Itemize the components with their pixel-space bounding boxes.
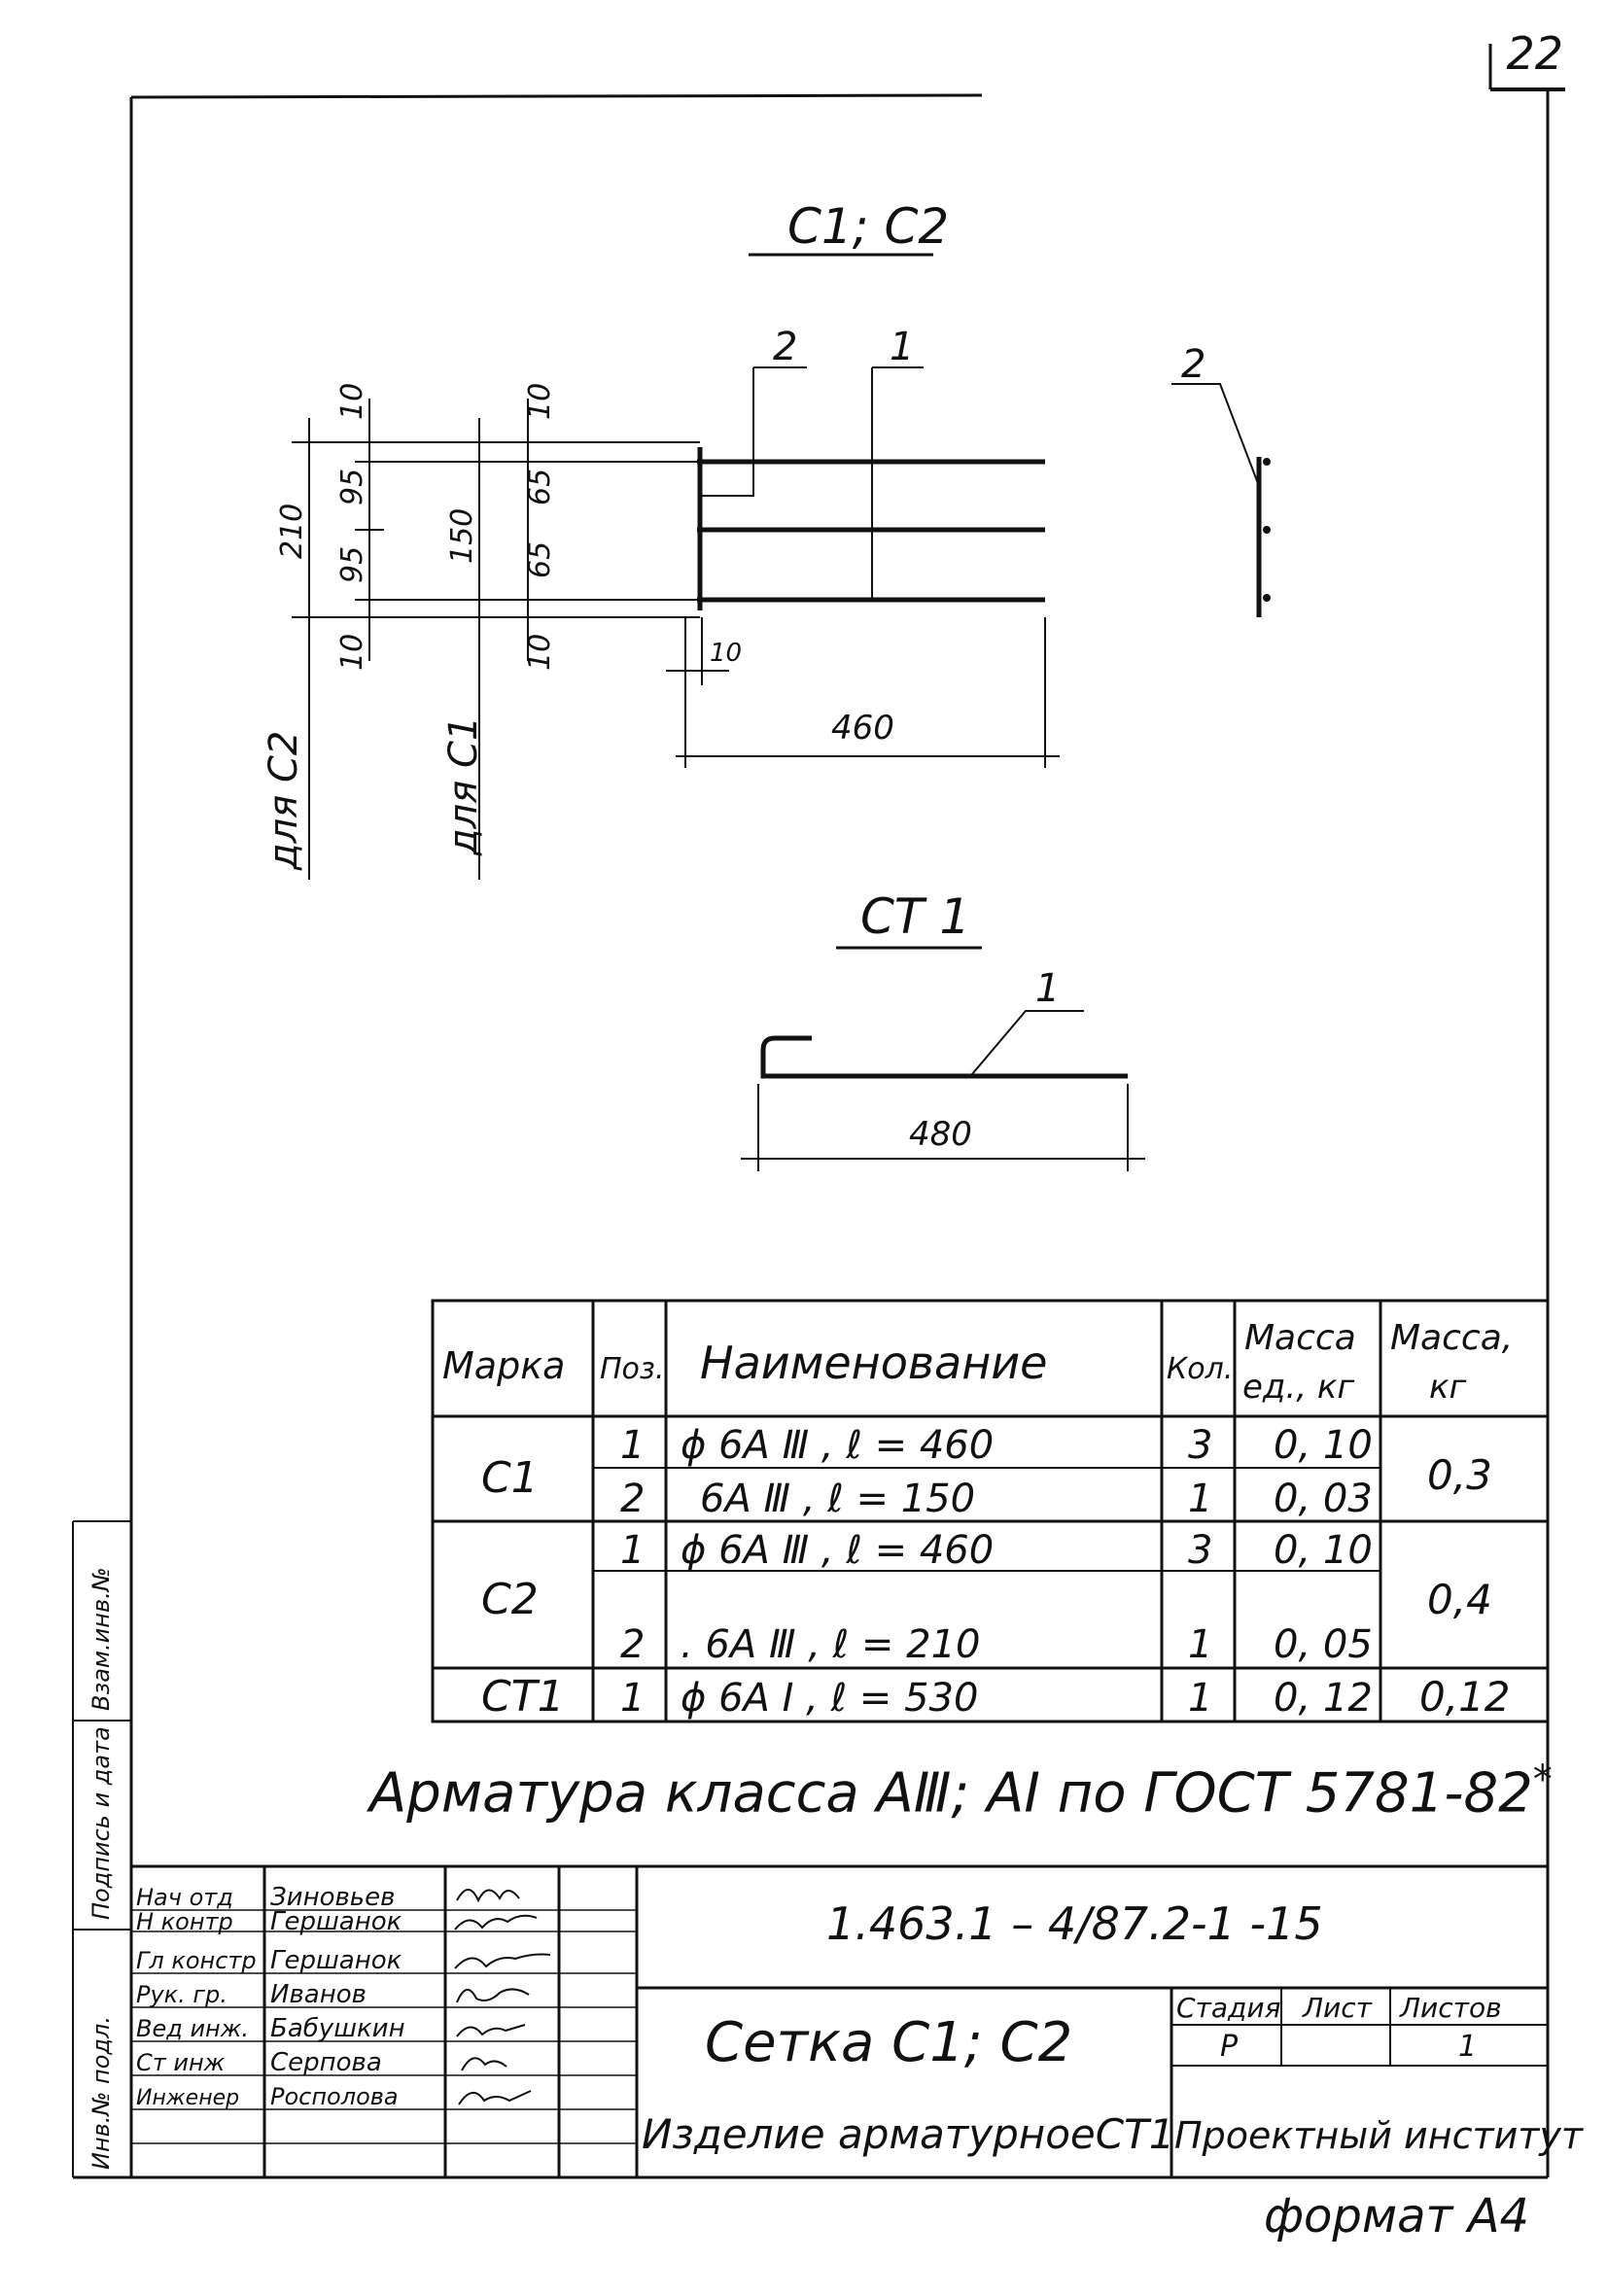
clip-bar <box>760 1035 1128 1079</box>
rebar-note: Арматура класса АⅢ; АⅠ по ГОСТ 5781-82* <box>369 1757 1553 1826</box>
cell-qty: 1 <box>1188 1676 1212 1721</box>
dim-c2-95b: 95 <box>335 546 369 583</box>
callout-2: 2 <box>773 325 797 369</box>
label-for-c1: для С1 <box>441 716 486 856</box>
cell-name: 6А Ⅲ , ℓ = 150 <box>700 1477 975 1521</box>
designation: 1.463.1 – 4/87.2-1 -15 <box>826 1897 1323 1950</box>
cell-name: ϕ 6А Ⅲ , ℓ = 460 <box>681 1528 994 1573</box>
cell-total-mass-c1: 0,3 <box>1427 1451 1492 1499</box>
format-label: формат А4 <box>1264 2189 1530 2244</box>
cell-pos: 2 <box>620 1622 645 1667</box>
rebar-note-mark: * <box>1532 1757 1553 1802</box>
clip-callout-1: 1 <box>1035 966 1060 1011</box>
cell-pos: 2 <box>620 1477 645 1521</box>
clip-title: СТ 1 <box>860 888 970 945</box>
stamp-signature-date: Подпись и дата <box>87 1726 115 1920</box>
sig-name: Гершанок <box>270 1907 402 1936</box>
cell-unit-mass: 0, 10 <box>1274 1528 1373 1573</box>
cell-pos: 1 <box>620 1528 645 1573</box>
cell-name: ϕ 6А Ⅰ , ℓ = 530 <box>681 1676 978 1721</box>
th-total-mass-unit: кг <box>1429 1368 1468 1407</box>
cell-total-mass-c2: 0,4 <box>1427 1576 1492 1623</box>
dim-offset: 10 <box>710 639 742 668</box>
cell-mark-c2: С2 <box>481 1575 539 1624</box>
sheet-frame <box>72 44 1565 2179</box>
stage-value: Р <box>1220 2030 1239 2064</box>
cell-total-mass-ct1: 0,12 <box>1419 1673 1511 1721</box>
cell-pos: 1 <box>620 1423 645 1468</box>
cell-qty: 1 <box>1188 1477 1212 1521</box>
stage-label: Стадия <box>1176 1992 1280 2024</box>
stamp-inv-podl: Инв.№ подл. <box>87 2016 115 2170</box>
sig-name: Росполова <box>270 2083 399 2110</box>
cell-qty: 1 <box>1188 1622 1212 1667</box>
dim-c1-top: 10 <box>523 383 557 420</box>
side-callout-2: 2 <box>1181 342 1205 387</box>
title-block: Нач отд Зиновьев Н контр Гершанок Гл кон… <box>131 1864 1585 2177</box>
dim-c2-total: 210 <box>275 504 309 559</box>
cell-unit-mass: 0, 10 <box>1274 1423 1373 1468</box>
sig-name: Иванов <box>270 1980 367 2009</box>
cell-name: . 6А Ⅲ , ℓ = 210 <box>681 1622 981 1667</box>
sig-role: Гл констр <box>136 1947 257 1974</box>
cell-unit-mass: 0, 03 <box>1274 1477 1373 1521</box>
th-unit-mass-unit: ед., кг <box>1242 1368 1355 1407</box>
handwritten-signatures <box>454 1889 551 2105</box>
dim-length-460: 460 <box>831 709 894 748</box>
dim-c1-bottom: 10 <box>523 634 557 671</box>
dim-c2-bottom: 10 <box>335 634 369 671</box>
th-unit-mass: Масса <box>1244 1318 1356 1358</box>
sheets-label: Листов <box>1399 1992 1502 2024</box>
spec-table: Марка Поз. Наименование Кол. Масса ед., … <box>431 1299 1550 1723</box>
cell-mark-c1: С1 <box>481 1453 539 1503</box>
th-pos: Поз. <box>600 1352 664 1386</box>
sig-role: Н контр <box>136 1908 233 1935</box>
title-line2: Изделие арматурноеСТ1 <box>642 2110 1174 2158</box>
callout-1: 1 <box>890 325 914 369</box>
th-name: Наименование <box>700 1337 1047 1389</box>
dim-c2-top: 10 <box>335 383 369 420</box>
stamp-vzam-inv: Взам.инв.№ <box>87 1567 115 1711</box>
dim-c1-65b: 65 <box>523 541 557 578</box>
cell-qty: 3 <box>1188 1528 1212 1573</box>
dim-c1-total: 150 <box>445 508 479 564</box>
cell-qty: 3 <box>1188 1423 1212 1468</box>
page-number: 22 <box>1506 27 1563 80</box>
sig-role: Рук. гр. <box>136 1981 227 2008</box>
title-line1: Сетка С1; С2 <box>705 2011 1072 2074</box>
th-qty: Кол. <box>1167 1352 1233 1386</box>
sig-role: Ст инж <box>136 2049 226 2076</box>
sig-name: Зиновьев <box>270 1883 395 1912</box>
sig-role: Инженер <box>136 2086 239 2110</box>
sig-name: Бабушкин <box>270 2014 405 2043</box>
mesh-title: С1; С2 <box>787 198 949 255</box>
sig-name: Серпова <box>270 2048 382 2077</box>
sig-name: Гершанок <box>270 1946 402 1975</box>
cell-unit-mass: 0, 05 <box>1274 1622 1373 1667</box>
sheet-label: Лист <box>1302 1992 1373 2024</box>
dim-c2-95a: 95 <box>335 469 369 505</box>
sheets-value: 1 <box>1458 2030 1477 2064</box>
clip-drawing: СТ 1 1 480 <box>741 888 1145 1171</box>
th-total-mass: Масса, <box>1390 1318 1513 1358</box>
cell-name: ϕ 6А Ⅲ , ℓ = 460 <box>681 1423 994 1468</box>
sig-role: Нач отд <box>136 1884 233 1911</box>
cell-unit-mass: 0, 12 <box>1274 1676 1373 1721</box>
rebar-note-text: Арматура класса АⅢ; АⅠ по ГОСТ 5781-82 <box>369 1761 1533 1826</box>
sig-role: Вед инж. <box>136 2015 249 2042</box>
clip-dim-480: 480 <box>909 1115 972 1154</box>
dim-c1-65a: 65 <box>523 469 557 505</box>
cell-pos: 1 <box>620 1676 645 1721</box>
organization: Проектный институт <box>1174 2114 1585 2157</box>
mesh-drawing: С1; С2 2 1 10 95 95 210 10 для С2 10 65 … <box>262 198 1271 880</box>
cell-mark-ct1: СТ1 <box>481 1672 565 1722</box>
label-for-c2: для С2 <box>262 731 306 871</box>
th-mark: Марка <box>442 1344 565 1387</box>
